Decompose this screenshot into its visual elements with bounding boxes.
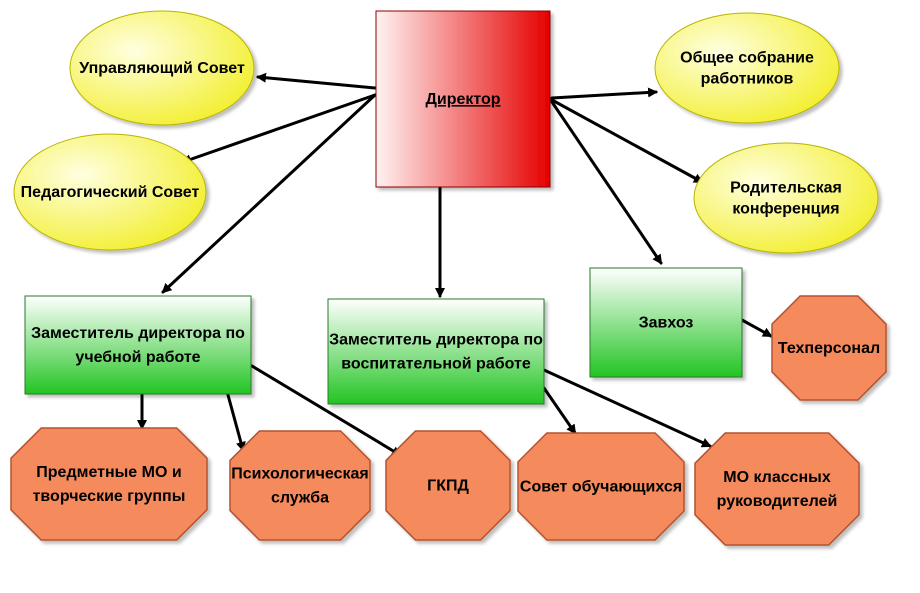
governing-board-node: Управляющий Совет xyxy=(69,10,255,126)
gkpd-node-label: ГКПД xyxy=(427,478,469,495)
psychology-service-node-label: служба xyxy=(271,490,329,507)
general-meeting-node-shape xyxy=(654,12,840,124)
parent-conference-node-label: Родительская xyxy=(730,180,842,197)
academic-deputy-node-label: Заместитель директора по xyxy=(31,325,245,342)
arrow-to-pedagogical-council xyxy=(181,93,377,165)
parent-conference-node: Родительская конференция xyxy=(693,142,879,254)
student-council-node-shape xyxy=(517,432,685,541)
upbringing-deputy-node-label: воспитательной работе xyxy=(341,356,531,373)
student-council-node: Совет обучающихся xyxy=(517,432,685,541)
academic-deputy-node-label: учебной работе xyxy=(75,349,200,366)
psychology-service-node: Психологическая служба xyxy=(229,430,371,541)
parent-conference-node-shape xyxy=(693,142,879,254)
subject-groups-node: Предметные МО и творческие группы xyxy=(10,427,208,541)
arrow-to-supply-manager xyxy=(550,100,663,265)
class-teachers-node-shape xyxy=(694,432,860,546)
subject-groups-node-label: Предметные МО и xyxy=(36,464,181,481)
academic-deputy-node: Заместитель директора по учебной работе xyxy=(24,295,252,395)
gkpd-node-shape xyxy=(385,430,511,541)
gkpd-node: ГКПД xyxy=(385,430,511,541)
arrow-to-student-council xyxy=(542,386,577,435)
tech-staff-node: Техперсонал xyxy=(771,295,887,401)
general-meeting-node-label: Общее собрание xyxy=(680,50,814,67)
governing-board-node-shape xyxy=(69,10,255,126)
pedagogical-council-node-label: Педагогический Совет xyxy=(21,184,200,201)
student-council-node-label: Совет обучающихся xyxy=(520,479,682,496)
pedagogical-council-node-shape xyxy=(13,133,207,251)
arrow-to-tech-staff xyxy=(740,318,773,338)
class-teachers-node-label: МО классных xyxy=(723,469,831,486)
tech-staff-node-label: Техперсонал xyxy=(778,340,880,357)
psychology-service-node-shape xyxy=(229,430,371,541)
academic-deputy-node-shape xyxy=(24,295,252,395)
arrow-to-governing-board xyxy=(256,72,377,90)
subject-groups-node-shape xyxy=(10,427,208,541)
director-label: Директор xyxy=(425,91,500,108)
arrow-to-parent-conference xyxy=(550,98,704,184)
supply-manager-node-shape xyxy=(589,267,743,378)
general-meeting-node-label: работников xyxy=(701,71,794,88)
director-node: Директор xyxy=(375,10,551,188)
subject-groups-node-label: творческие группы xyxy=(33,488,186,505)
psychology-service-node-label: Психологическая xyxy=(231,466,368,483)
connector-arrows xyxy=(137,72,773,457)
watermark: genschool.ucoz.ru xyxy=(779,567,912,582)
parent-conference-node-label: конференция xyxy=(732,201,839,218)
arrow-to-psychology-service xyxy=(226,393,246,452)
class-teachers-node-label: руководителей xyxy=(717,493,838,510)
supply-manager-node: Завхоз xyxy=(589,267,743,378)
arrow-to-gkpd xyxy=(250,364,402,457)
class-teachers-node: МО классных руководителей xyxy=(694,432,860,546)
arrow-to-academic-deputy xyxy=(161,93,377,294)
upbringing-deputy-node: Заместитель директора по воспитательной р… xyxy=(327,298,545,405)
upbringing-deputy-node-label: Заместитель директора по xyxy=(329,332,543,349)
governing-board-node-label: Управляющий Совет xyxy=(79,60,245,77)
supply-manager-node-label: Завхоз xyxy=(639,315,694,332)
director-shape xyxy=(375,10,551,188)
arrow-to-general-meeting xyxy=(550,87,658,100)
tech-staff-node-shape xyxy=(771,295,887,401)
arrow-to-class-teachers xyxy=(542,368,712,448)
upbringing-deputy-node-shape xyxy=(327,298,545,405)
general-meeting-node: Общее собрание работников xyxy=(654,12,840,124)
pedagogical-council-node: Педагогический Совет xyxy=(13,133,207,251)
